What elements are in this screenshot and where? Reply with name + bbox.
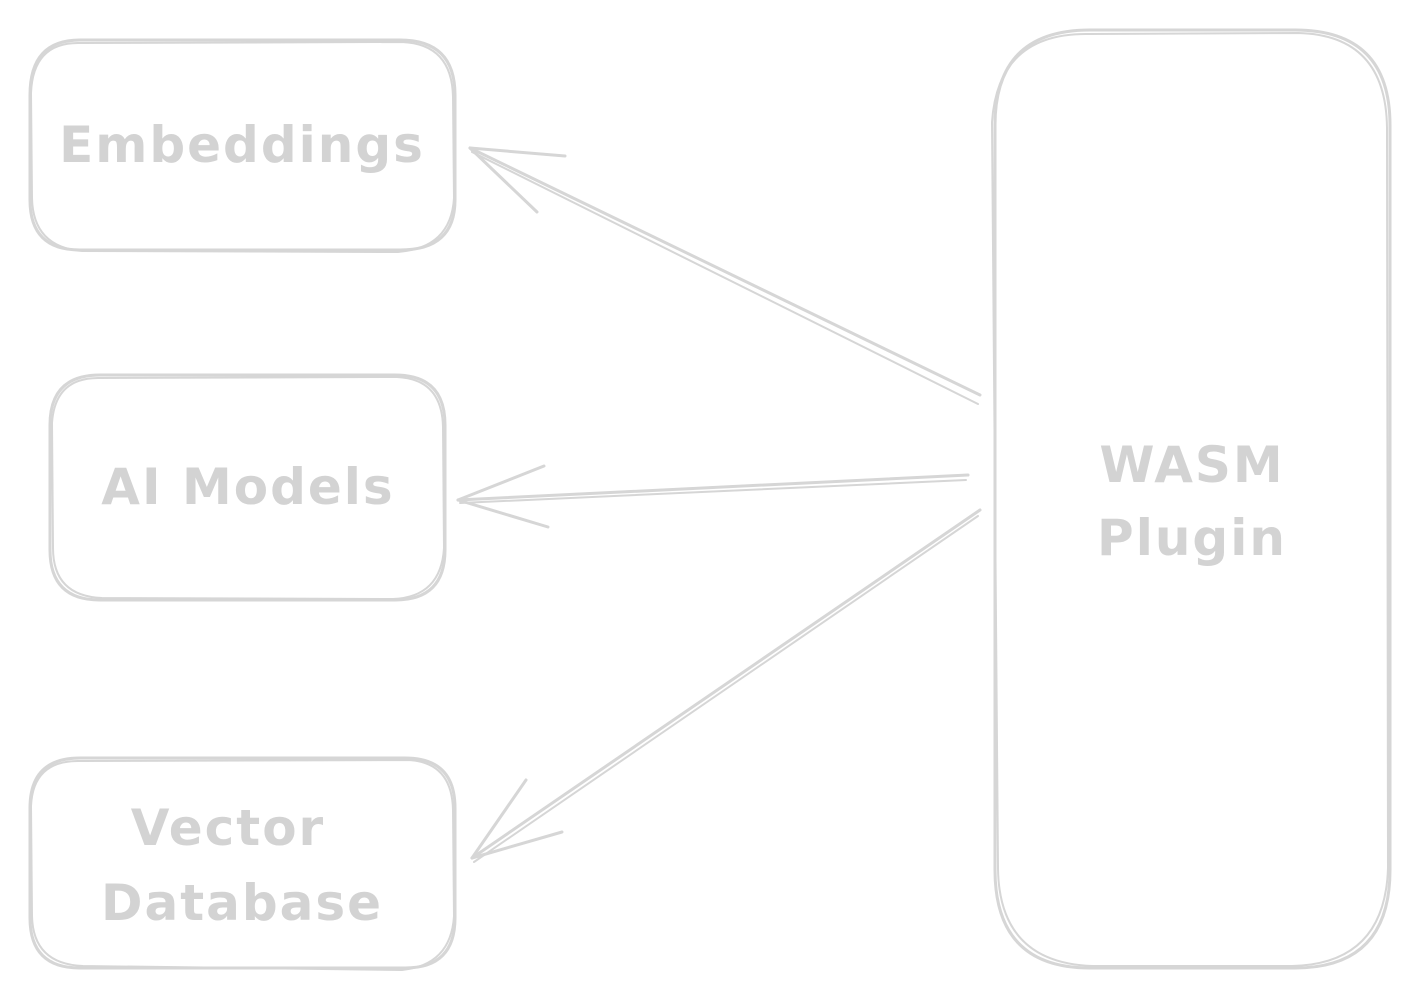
arrowhead-vector-bottom: [470, 830, 564, 860]
arrowhead-ai-models-top: [456, 464, 546, 502]
arrow-to-ai-models: [456, 464, 970, 529]
arrowhead-ai-models-bottom: [456, 498, 550, 529]
vector-database-label-line-2: Database: [101, 874, 383, 932]
arrowhead-embeddings-bottom: [468, 146, 539, 214]
arrow-to-embeddings: [468, 146, 982, 405]
vector-database-node: [28, 756, 457, 971]
arrowhead-embeddings-top: [468, 146, 567, 158]
vector-database-label-line-1: Vector: [131, 799, 325, 857]
wasm-plugin-label-line-2: Plugin: [1097, 509, 1287, 567]
embeddings-label: Embeddings: [59, 116, 425, 174]
arrow-to-vector-database: [470, 508, 982, 863]
wasm-plugin-label-line-1: WASM: [1099, 436, 1284, 494]
wasm-plugin-node: [991, 28, 1392, 970]
arrowhead-vector-top: [470, 778, 528, 860]
embeddings-node: [28, 38, 457, 253]
ai-models-node: [48, 373, 447, 602]
ai-models-label: AI Models: [101, 458, 394, 516]
